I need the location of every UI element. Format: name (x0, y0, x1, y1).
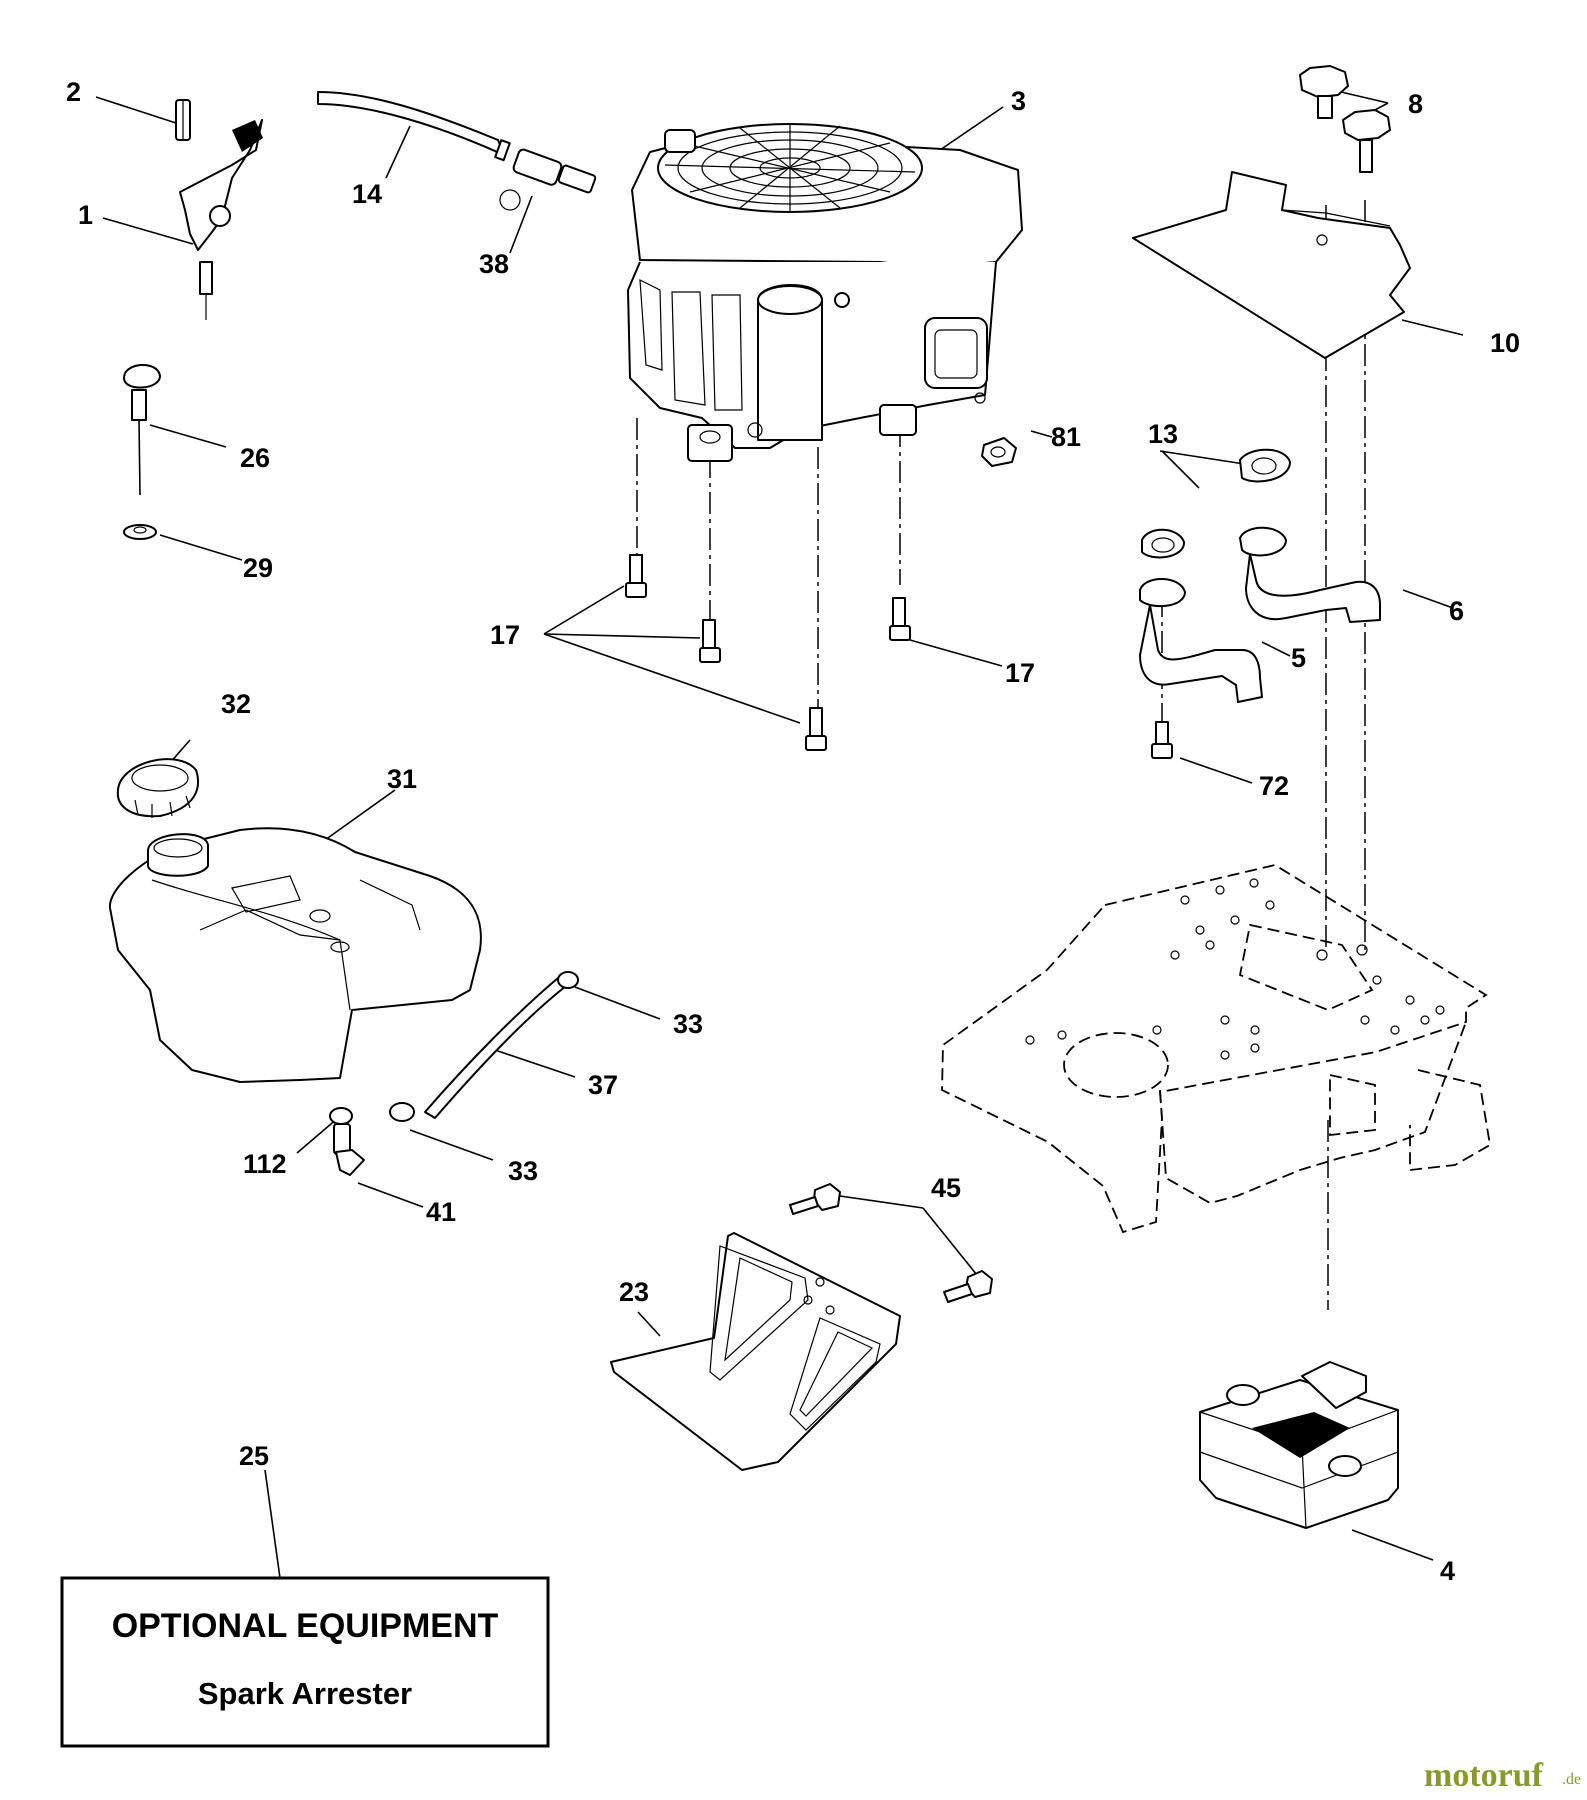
part-label-3: 3 (1011, 86, 1026, 116)
engine-part (627, 123, 1023, 462)
heat-shield-10-part (1132, 171, 1411, 359)
part-label-4: 4 (1440, 1556, 1455, 1586)
part-label-6: 6 (1449, 596, 1464, 626)
part-label-5: 5 (1291, 643, 1306, 673)
leader-lines (95, 91, 1464, 1579)
watermark-name: motoruf (1424, 1757, 1544, 1794)
exhaust-pipes-part (1139, 526, 1381, 703)
part-label-31: 31 (387, 764, 417, 794)
part-labels: 2 1 3 14 38 8 10 13 81 6 5 72 26 29 17 1… (66, 77, 1520, 1586)
part-label-26: 29 (243, 553, 273, 583)
frame-outline (941, 864, 1491, 1234)
fitting-112-41-part (329, 1107, 365, 1176)
part-label-10: 10 (1490, 328, 1520, 358)
dipstick-25-part (123, 363, 161, 540)
part-label-29: 25 (239, 1441, 269, 1471)
part-label-38: 38 (479, 249, 509, 279)
part-label-2: 2 (66, 77, 81, 107)
part-label-17-left: 17 (490, 620, 520, 650)
bolts-17-part (625, 554, 911, 751)
watermark-logo: motoruf .de (1424, 1757, 1581, 1794)
part-label-1: 1 (78, 200, 93, 230)
muffler-4-part (1199, 1361, 1399, 1529)
optional-equipment-title: OPTIONAL EQUIPMENT (112, 1607, 499, 1645)
part-label-41: 41 (426, 1197, 456, 1227)
part-label-8: 8 (1408, 89, 1423, 119)
part-label-37: 37 (588, 1070, 618, 1100)
part-label-14: 14 (352, 179, 382, 209)
part-label-33-top: 33 (673, 1009, 703, 1039)
part-label-33-bottom: 33 (508, 1156, 538, 1186)
part-label-25: 26 (240, 443, 270, 473)
fuel-line-part (317, 91, 597, 211)
bracket-23-part (610, 1232, 901, 1471)
fuel-hose-37-part (389, 971, 579, 1122)
part-label-72: 72 (1259, 771, 1289, 801)
fuel-cap-32-part (116, 758, 200, 818)
screws-8-part (1299, 65, 1391, 173)
part-label-112: 112 (243, 1149, 287, 1179)
throttle-control-part (175, 99, 263, 320)
nut-81-part (981, 437, 1017, 467)
part-label-32: 32 (221, 689, 251, 719)
bolt-72-part (1151, 721, 1173, 759)
frame-holes (1025, 878, 1445, 1060)
optional-equipment-subtitle: Spark Arrester (198, 1676, 412, 1711)
bolts-45-part (789, 1183, 993, 1303)
watermark-suffix: .de (1562, 1771, 1581, 1788)
gaskets-13-part (1141, 448, 1291, 559)
part-label-81: 81 (1051, 422, 1081, 452)
fuel-tank-31-part (108, 827, 482, 1083)
part-label-45: 45 (931, 1173, 961, 1203)
part-label-23: 23 (619, 1277, 649, 1307)
part-label-17-right: 17 (1005, 658, 1035, 688)
optional-equipment-box: OPTIONAL EQUIPMENT Spark Arrester (60, 1576, 550, 1748)
part-label-13: 13 (1148, 419, 1178, 449)
